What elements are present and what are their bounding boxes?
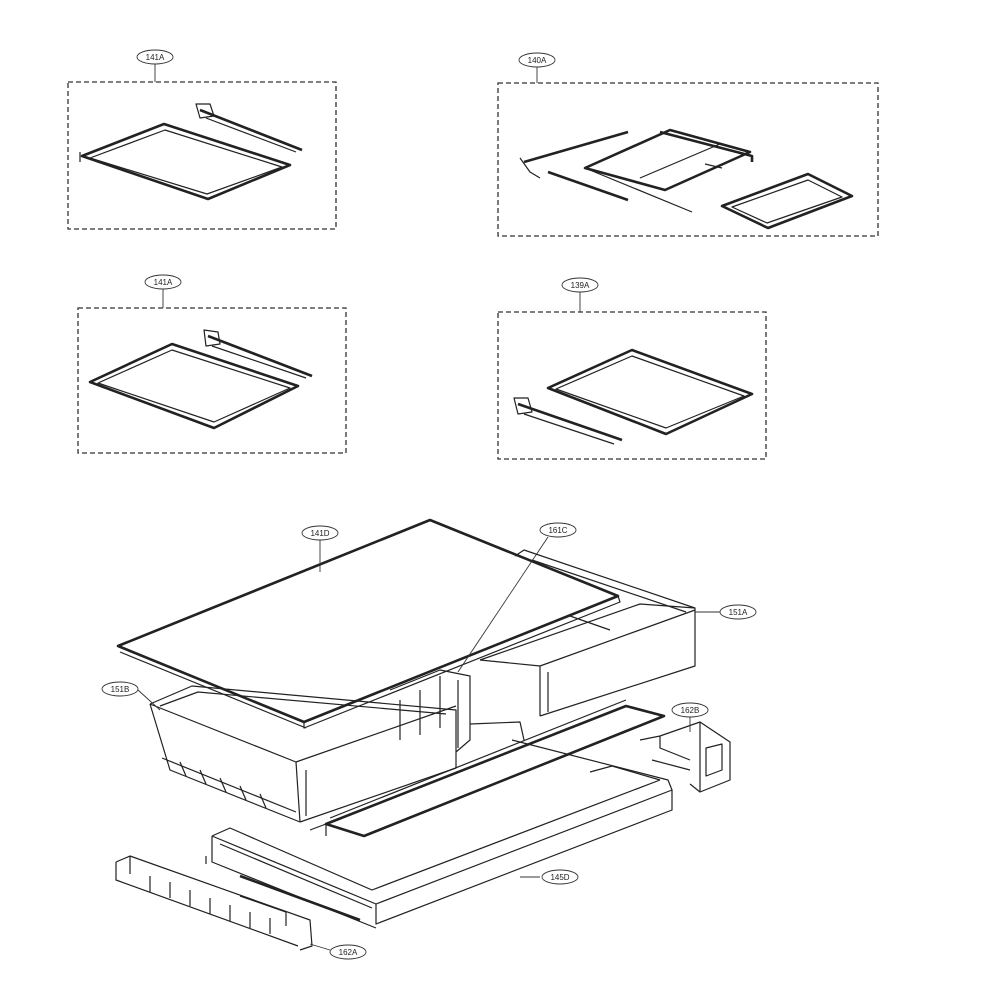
right-bracket: [639, 721, 731, 793]
callout-141d: 141D: [310, 529, 329, 538]
callout-141a: 141A: [154, 278, 173, 287]
callout-162b: 162B: [681, 706, 700, 715]
callout-bubble: [719, 604, 757, 620]
callout-141a: 141A: [146, 53, 165, 62]
callout-bubble: [136, 49, 174, 65]
callout-bubble: [301, 525, 339, 541]
glass-shelf: [546, 348, 754, 436]
center-divider: [389, 669, 525, 753]
callout-bubble: [541, 869, 579, 885]
callout-161c: 161C: [548, 526, 567, 535]
shelf-rail: [195, 103, 303, 153]
dashed-group-box: [497, 311, 767, 460]
callout-139a: 139A: [571, 281, 590, 290]
shelf-rail: [513, 397, 623, 445]
assembly-139a: 139A: [497, 277, 767, 460]
callout-151b: 151B: [111, 685, 130, 694]
front-rail: [115, 855, 313, 951]
callout-bubble: [539, 522, 577, 538]
folding-shelf-frame: [519, 128, 754, 213]
dashed-group-box: [77, 307, 347, 454]
callout-151a: 151A: [729, 608, 748, 617]
callout-bubble: [329, 944, 367, 960]
assembly-140a: 140A: [497, 52, 879, 237]
assembly-141a-middle: 141A: [77, 274, 347, 454]
crisper-drawer-right: [479, 549, 696, 717]
crisper-drawer-left: [149, 685, 457, 823]
dashed-group-box: [497, 82, 879, 237]
mid-glass-panel: [309, 699, 666, 838]
callout-162a: 162A: [339, 948, 358, 957]
crisper-assembly: 141D 161C 151A: [101, 518, 757, 960]
shelf-rail: [203, 329, 313, 379]
callout-bubble: [101, 681, 139, 697]
small-glass-shelf: [720, 172, 854, 230]
assembly-141a-top: 141A: [67, 49, 337, 230]
callout-140a: 140A: [528, 56, 547, 65]
callout-bubble: [518, 52, 556, 68]
callout-145d: 145D: [550, 873, 569, 882]
callout-bubble: [671, 702, 709, 718]
glass-shelf: [88, 342, 300, 430]
dashed-group-box: [67, 81, 337, 230]
crisper-cover-glass: [116, 518, 621, 729]
callout-bubble: [561, 277, 599, 293]
crisper-frame: [205, 739, 673, 929]
glass-shelf: [79, 122, 292, 201]
callout-bubble: [144, 274, 182, 290]
